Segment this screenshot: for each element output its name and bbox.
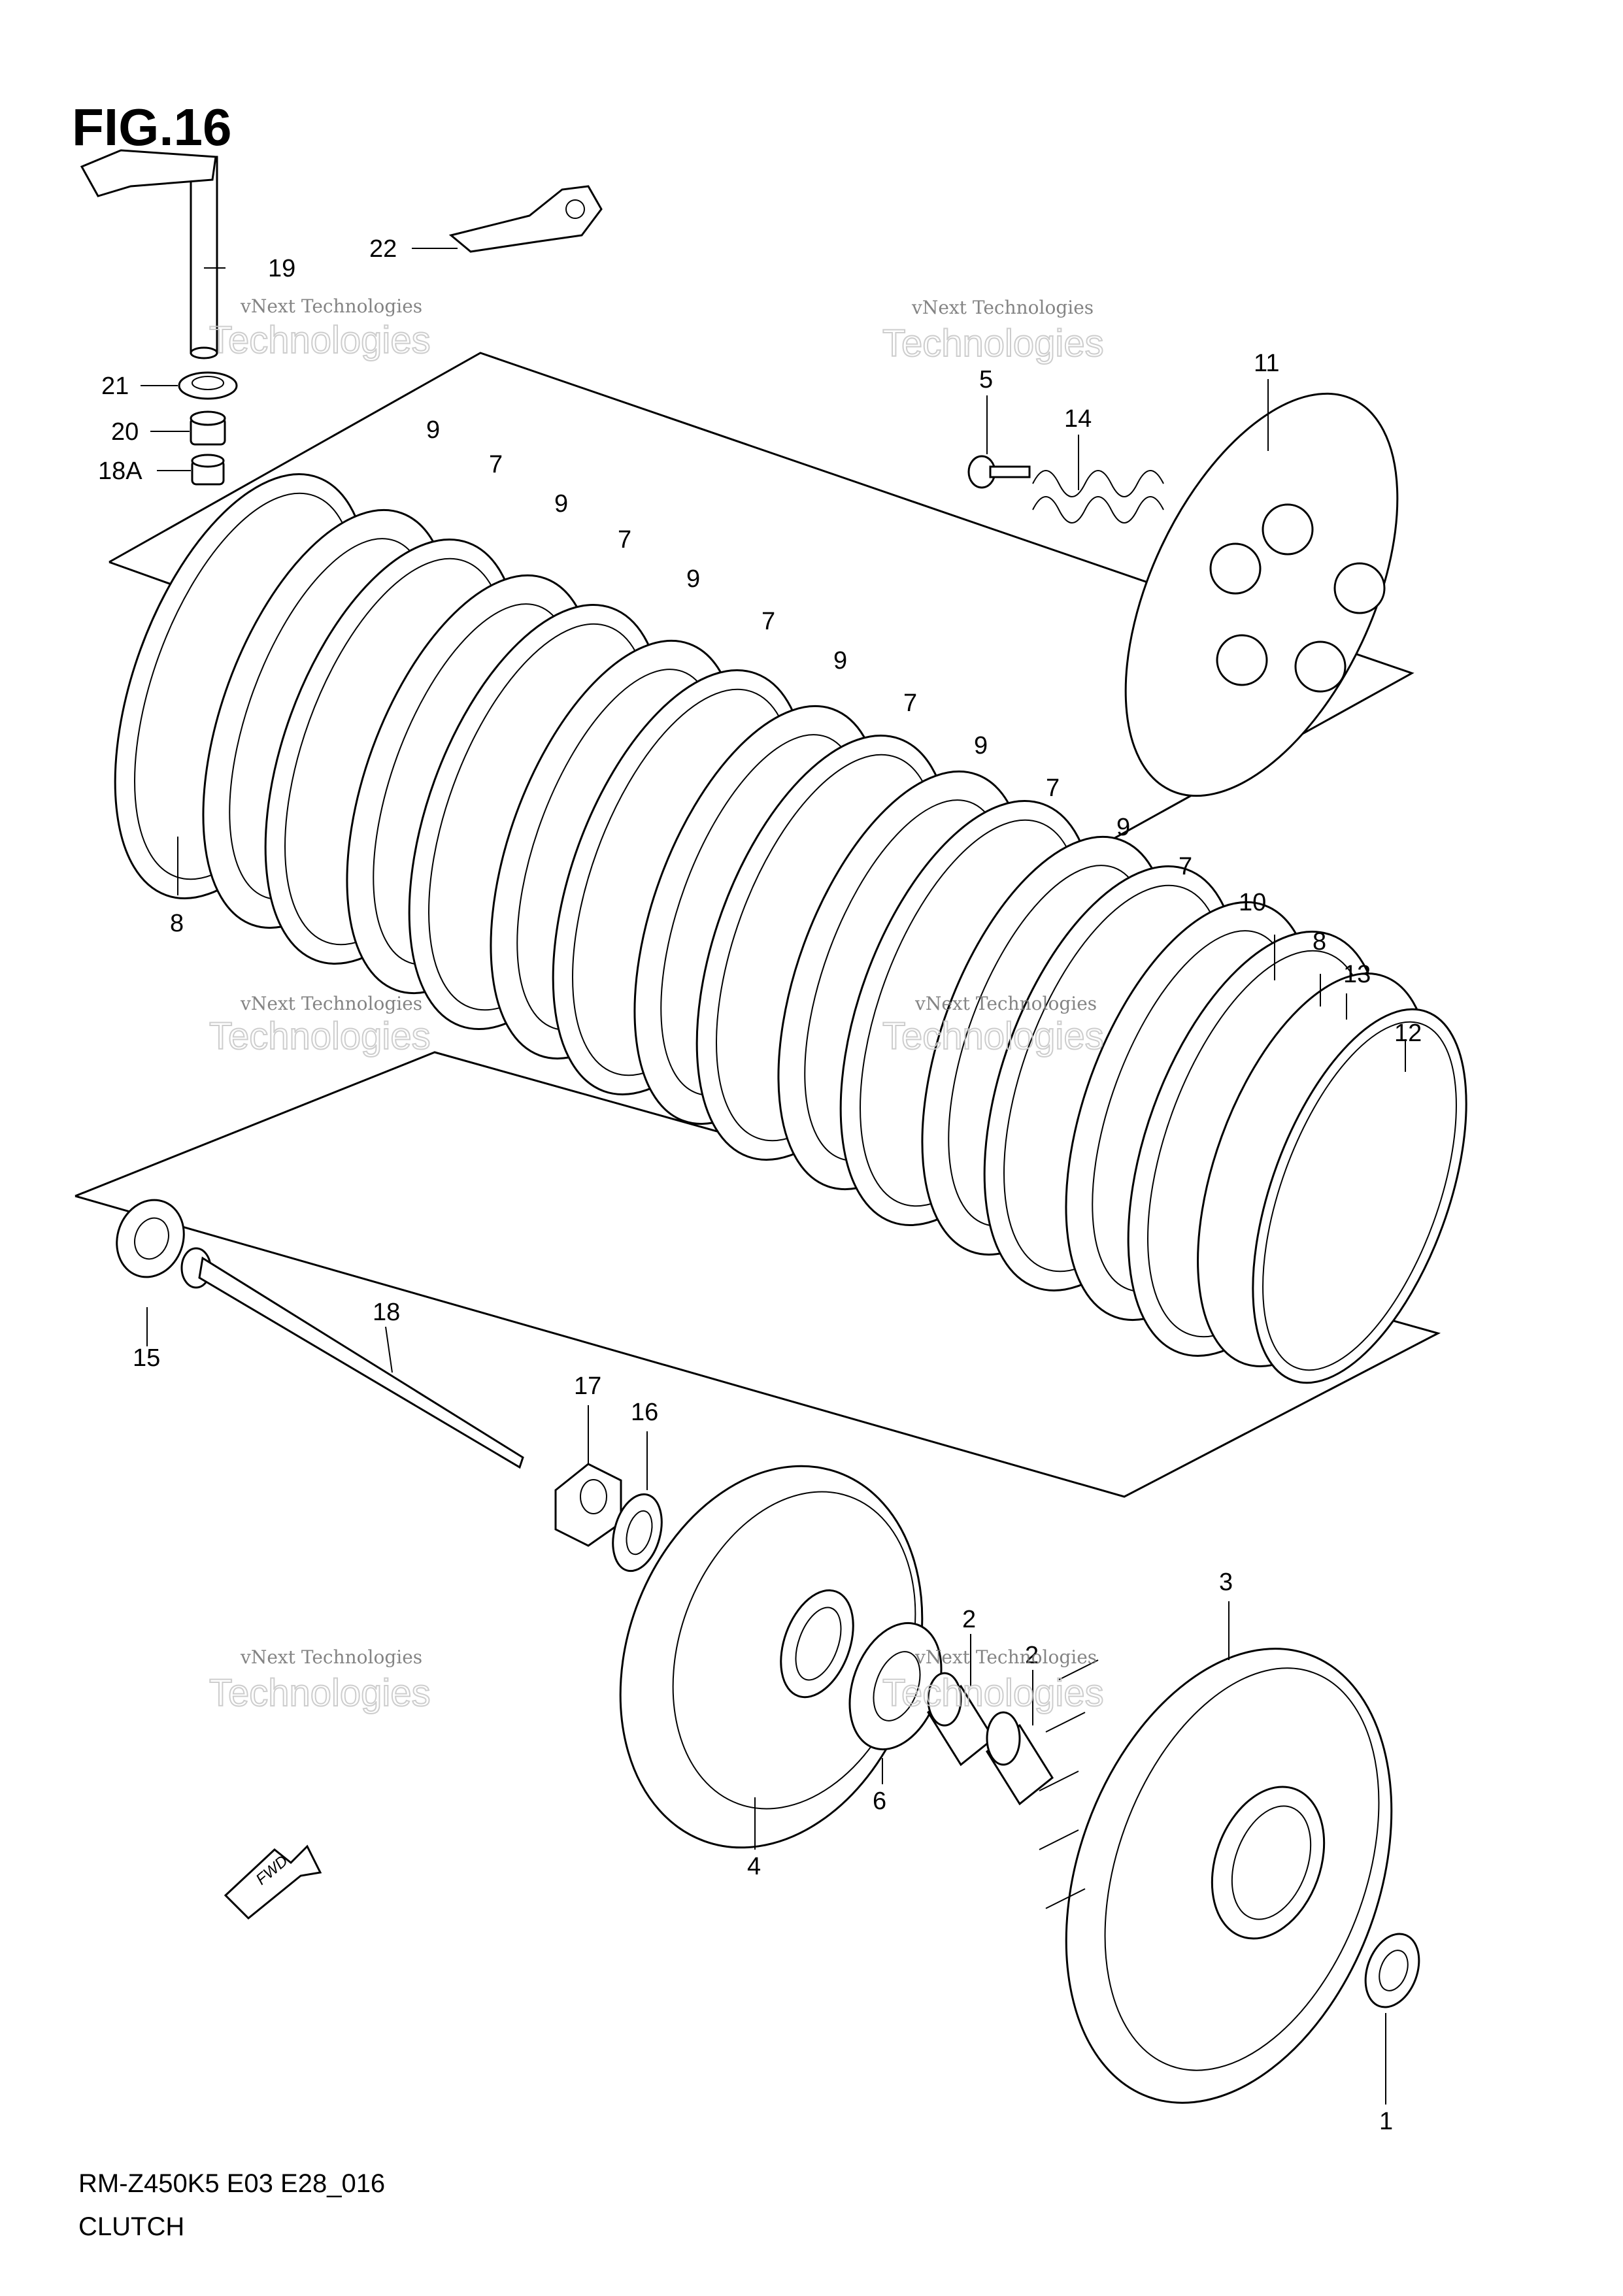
callout-7-d: 7 bbox=[903, 690, 917, 717]
callout-22: 22 bbox=[369, 235, 397, 263]
oil-seal-part-21 bbox=[178, 371, 238, 400]
needle-bearing-part-2-b bbox=[986, 1711, 1054, 1806]
callout-18: 18 bbox=[373, 1299, 400, 1326]
bearing-part-18a bbox=[191, 454, 225, 486]
model-code: RM-Z450K5 E03 E28_016 bbox=[78, 2169, 385, 2198]
callout-7-b: 7 bbox=[618, 526, 631, 554]
callout-7-a: 7 bbox=[489, 451, 503, 478]
callout-5: 5 bbox=[979, 366, 993, 393]
nut-part-17 bbox=[554, 1463, 622, 1547]
needle-bearing-part-20 bbox=[190, 410, 226, 446]
callout-9-a: 9 bbox=[426, 416, 440, 444]
forward-direction-arrow-icon: FWD bbox=[224, 1844, 322, 1920]
figure-caption: CLUTCH bbox=[78, 2212, 184, 2241]
callout-14: 14 bbox=[1064, 405, 1092, 433]
callout-19: 19 bbox=[268, 255, 295, 282]
callout-21: 21 bbox=[101, 373, 129, 400]
lower-assembly-frame bbox=[75, 1051, 1441, 1498]
callout-9-c: 9 bbox=[686, 565, 700, 593]
callout-9-e: 9 bbox=[974, 732, 988, 759]
callout-7-e: 7 bbox=[1046, 774, 1060, 802]
thrust-washer-part-1 bbox=[1364, 1933, 1420, 2008]
callout-16: 16 bbox=[631, 1399, 658, 1426]
callout-9-d: 9 bbox=[833, 647, 847, 674]
callout-labels: 19 22 21 20 18A 9 7 9 7 9 7 9 7 9 7 9 7 … bbox=[98, 235, 1422, 2135]
callout-11: 11 bbox=[1254, 350, 1279, 377]
watermark-large: Technologies bbox=[209, 319, 431, 361]
callout-8-a: 8 bbox=[170, 910, 184, 937]
watermarks: vNext Technologies Technologies vNext Te… bbox=[209, 295, 1105, 1715]
callout-20: 20 bbox=[111, 418, 139, 446]
bolt-part-5 bbox=[967, 455, 1031, 489]
pressure-plate-part-11 bbox=[1124, 392, 1399, 797]
callout-17: 17 bbox=[574, 1373, 601, 1400]
needle-bearing-part-2-a bbox=[927, 1672, 995, 1767]
watermark-small: vNext Technologies bbox=[911, 297, 1094, 318]
lock-washer-part-16 bbox=[612, 1493, 663, 1572]
release-cam-part-22 bbox=[448, 185, 603, 253]
clutch-spring-part-14 bbox=[1032, 470, 1164, 524]
callout-3: 3 bbox=[1219, 1569, 1233, 1596]
clutch-housing-part-3 bbox=[1039, 1648, 1393, 2104]
callout-6: 6 bbox=[873, 1788, 886, 1815]
callout-1: 1 bbox=[1379, 2108, 1393, 2135]
watermark-small: vNext Technologies bbox=[914, 993, 1097, 1014]
watermark-large: Technologies bbox=[882, 322, 1104, 365]
callout-18a: 18A bbox=[98, 458, 142, 485]
watermark-large: Technologies bbox=[882, 1015, 1104, 1057]
callout-9-f: 9 bbox=[1116, 814, 1130, 841]
clutch-sleeve-hub-part-4 bbox=[619, 1465, 924, 1849]
judder-spring-part-12 bbox=[1252, 1008, 1467, 1384]
release-shaft-part-19 bbox=[80, 149, 218, 359]
callout-13: 13 bbox=[1343, 961, 1371, 988]
clutch-plate-stack bbox=[114, 473, 1467, 1384]
callout-15: 15 bbox=[133, 1344, 160, 1372]
figure-title: FIG.16 bbox=[72, 98, 232, 156]
callout-leaders bbox=[141, 248, 1406, 2105]
bearing-part-15 bbox=[116, 1199, 185, 1278]
watermark-large: Technologies bbox=[209, 1672, 431, 1714]
watermark-small: vNext Technologies bbox=[240, 993, 422, 1014]
watermark-small: vNext Technologies bbox=[240, 1646, 422, 1668]
push-rod-part-18 bbox=[180, 1247, 524, 1469]
callout-2-a: 2 bbox=[962, 1606, 976, 1633]
watermark-small: vNext Technologies bbox=[914, 1646, 1097, 1668]
callout-12: 12 bbox=[1394, 1020, 1422, 1047]
callout-4: 4 bbox=[747, 1853, 761, 1880]
callout-7-c: 7 bbox=[761, 608, 775, 635]
callout-2-b: 2 bbox=[1025, 1642, 1039, 1669]
watermark-large: Technologies bbox=[882, 1672, 1104, 1714]
callout-8-b: 8 bbox=[1313, 928, 1326, 956]
callout-7-f: 7 bbox=[1179, 853, 1192, 880]
callout-9-b: 9 bbox=[554, 490, 568, 518]
watermark-small: vNext Technologies bbox=[240, 295, 422, 317]
watermark-large: Technologies bbox=[209, 1015, 431, 1057]
callout-10: 10 bbox=[1239, 889, 1266, 916]
